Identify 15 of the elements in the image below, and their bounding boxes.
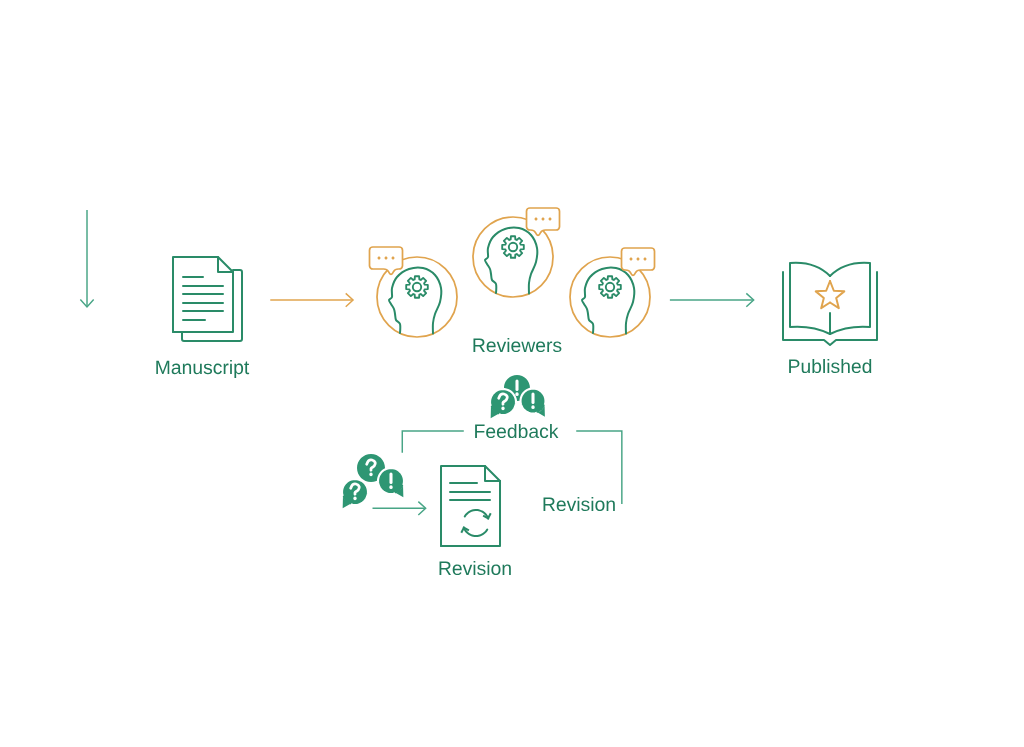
icon-caption: Revision bbox=[439, 560, 511, 576]
arrow bbox=[669, 292, 755, 308]
head-icon bbox=[368, 246, 458, 338]
icon-caption: Published bbox=[789, 358, 872, 374]
group-label: Reviewers bbox=[473, 337, 562, 353]
connector-line bbox=[401, 430, 465, 454]
icon-caption: Manuscript bbox=[156, 360, 250, 378]
speech-bubbles-icon bbox=[340, 454, 406, 509]
head-icon bbox=[569, 247, 656, 338]
icon-caption: Feedback bbox=[475, 423, 559, 439]
text-label: Revision bbox=[543, 496, 615, 512]
connector-line bbox=[575, 430, 623, 505]
arrow bbox=[269, 292, 355, 308]
arrow bbox=[371, 500, 427, 516]
head-icon bbox=[472, 207, 561, 298]
